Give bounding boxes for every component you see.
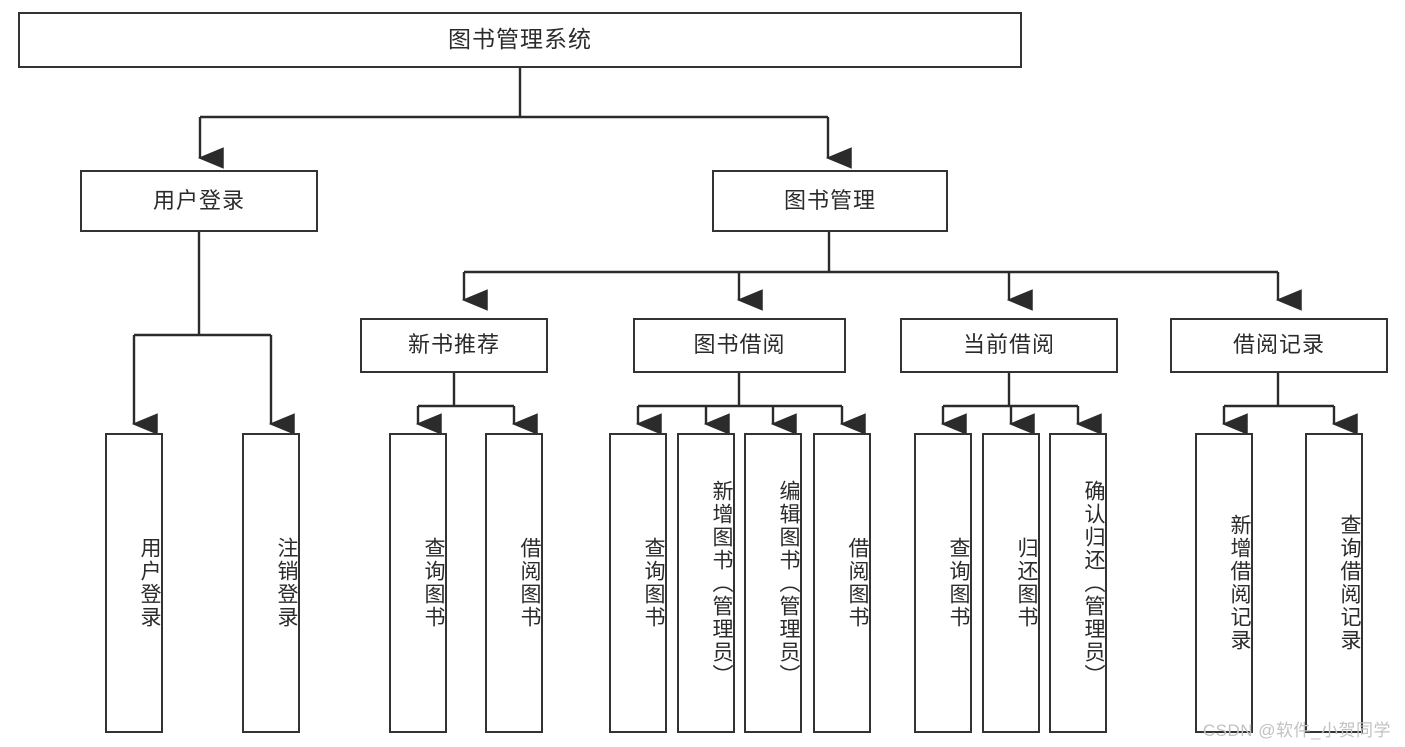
leaf-label: 编辑图书（管理员） bbox=[777, 479, 800, 687]
leaf-new-book-rec-0[interactable]: 查询图书 bbox=[389, 433, 447, 733]
leaf-borrow-record-1[interactable]: 查询借阅记录 bbox=[1305, 433, 1363, 733]
leaf-new-book-rec-1[interactable]: 借阅图书 bbox=[485, 433, 543, 733]
leaf-label: 查询图书 bbox=[642, 537, 665, 629]
node-borrow-record-label: 借阅记录 bbox=[1232, 332, 1325, 358]
node-user-login[interactable]: 用户登录 bbox=[80, 170, 318, 232]
leaf-book-borrow-0[interactable]: 查询图书 bbox=[609, 433, 667, 733]
node-current-borrow-label: 当前借阅 bbox=[962, 332, 1055, 358]
leaf-book-borrow-2[interactable]: 编辑图书（管理员） bbox=[744, 433, 802, 733]
node-borrow-record[interactable]: 借阅记录 bbox=[1170, 318, 1388, 373]
node-book-borrow[interactable]: 图书借阅 bbox=[633, 318, 846, 373]
leaf-label: 新增借阅记录 bbox=[1228, 514, 1251, 652]
leaf-current-borrow-0[interactable]: 查询图书 bbox=[914, 433, 972, 733]
leaf-label: 查询图书 bbox=[947, 537, 970, 629]
leaf-borrow-record-0[interactable]: 新增借阅记录 bbox=[1195, 433, 1253, 733]
leaf-label: 查询图书 bbox=[422, 537, 445, 629]
node-book-manage[interactable]: 图书管理 bbox=[712, 170, 948, 232]
node-new-book-rec[interactable]: 新书推荐 bbox=[360, 318, 548, 373]
leaf-book-borrow-3[interactable]: 借阅图书 bbox=[813, 433, 871, 733]
node-current-borrow[interactable]: 当前借阅 bbox=[900, 318, 1118, 373]
node-root[interactable]: 图书管理系统 bbox=[18, 12, 1022, 68]
leaf-label: 用户登录 bbox=[138, 537, 161, 629]
node-root-label: 图书管理系统 bbox=[448, 26, 592, 53]
leaf-label: 注销登录 bbox=[275, 537, 298, 629]
leaf-label: 查询借阅记录 bbox=[1338, 514, 1361, 652]
leaf-label: 归还图书 bbox=[1015, 537, 1038, 629]
leaf-label: 借阅图书 bbox=[846, 537, 869, 629]
leaf-book-borrow-1[interactable]: 新增图书（管理员） bbox=[677, 433, 735, 733]
leaf-current-borrow-2[interactable]: 确认归还（管理员） bbox=[1049, 433, 1107, 733]
node-new-book-rec-label: 新书推荐 bbox=[407, 332, 500, 358]
watermark: CSDN @软件_小贺同学 bbox=[1202, 721, 1391, 740]
leaf-current-borrow-1[interactable]: 归还图书 bbox=[982, 433, 1040, 733]
leaf-label: 新增图书（管理员） bbox=[710, 479, 733, 687]
leaf-user-login-0[interactable]: 用户登录 bbox=[105, 433, 163, 733]
node-book-manage-label: 图书管理 bbox=[783, 187, 876, 213]
leaf-label: 借阅图书 bbox=[518, 537, 541, 629]
node-user-login-label: 用户登录 bbox=[152, 187, 245, 213]
leaf-label: 确认归还（管理员） bbox=[1082, 479, 1105, 687]
leaf-user-login-1[interactable]: 注销登录 bbox=[242, 433, 300, 733]
node-book-borrow-label: 图书借阅 bbox=[693, 332, 786, 358]
